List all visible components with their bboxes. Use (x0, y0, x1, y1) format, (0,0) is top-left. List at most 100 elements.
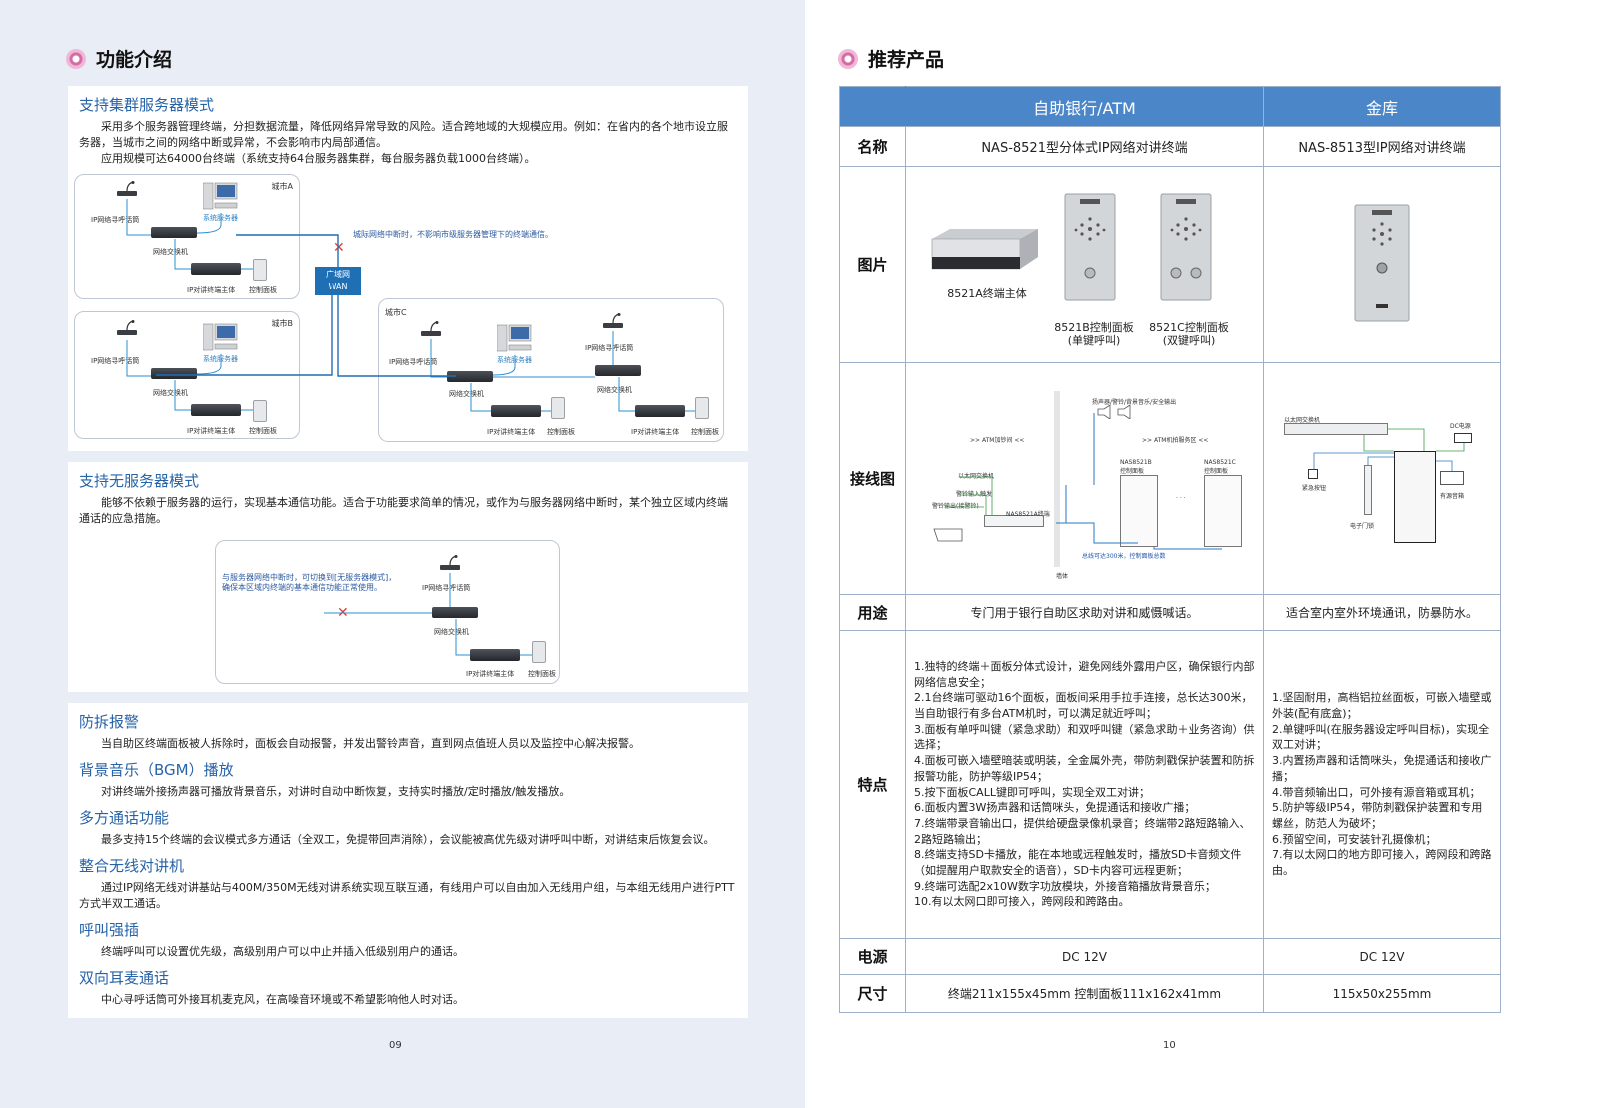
serverless-links (324, 573, 532, 656)
city-label: 城市C (385, 308, 407, 317)
feature-block: 整合无线对讲机 通过IP网络无线对讲基站与400M/350M无线对讲系统实现互联… (79, 855, 737, 912)
table-row: 名称 NAS-8521型分体式IP网络对讲终端 NAS-8513型IP网络对讲终… (839, 126, 1501, 167)
section-title: 支持无服务器模式 (79, 472, 200, 490)
break-mark-icon: ✕ (333, 240, 345, 256)
section-title: 背景音乐（BGM）播放 (79, 761, 234, 779)
c-label: NAS8521C (1204, 458, 1236, 466)
panel-label: 控制面板 (249, 286, 277, 294)
panel-c-caption-line1: 8521C控制面板 (1149, 320, 1229, 334)
control-panel-icon (532, 641, 546, 663)
table-header-row: 自助银行/ATM 金库 (839, 86, 1501, 127)
eth-label: 以太网交换机 (1284, 416, 1321, 424)
feature-item: 7.终端带录音输出口，提供给硬盘录像机录音；终端带2路短路输入、2路短路输出； (914, 816, 1251, 846)
feature-item: 6.预留空间，可安装针孔摄像机； (1272, 832, 1437, 846)
cluster-server-panel: 支持集群服务器模式 采用多个服务器管理终端，分担数据流量，降低网络异常导致的风险… (68, 86, 748, 451)
panel-b-caption-line2: (单键呼叫) (1067, 333, 1121, 347)
speaker-label: 有源音箱 (1440, 492, 1465, 500)
feature-block: 防拆报警 当自助区终端面板被人拆除时，面板会自动报警，并发出警铃声音，直到网点值… (79, 711, 737, 752)
network-switch-icon (151, 227, 197, 238)
wall (1054, 390, 1060, 567)
left-heading-text: 功能介绍 (96, 49, 173, 71)
row-label: 接线图 (839, 362, 906, 595)
feature-item: 10.有以太网口即可接入，跨网段和跨路由。 (914, 895, 1130, 909)
feature-block: 呼叫强插 终端呼叫可以设置优先级，高级别用户可以中止并插入低级别用户的通话。 (79, 919, 737, 960)
panel-b-box (1120, 474, 1158, 547)
city-label: 城市A (271, 182, 293, 191)
city-b-links (126, 340, 253, 411)
terminal-host-image (931, 228, 1038, 269)
wiring-cell-vault: 以太网交换机 DC电源 紧急按钮 电子门锁 有源音箱 (1263, 362, 1501, 595)
table-row: 接线图 墙体 >> ATM加钞间 << >> ATM机拍服务区 << 扬声器/警… (839, 362, 1501, 595)
power-cell: DC 12V (905, 938, 1264, 975)
mic-label: IP网络寻呼话筒 (585, 344, 634, 352)
city-c-links (430, 331, 695, 412)
mic-label: IP网络寻呼话筒 (389, 358, 438, 366)
section-paragraph: 中心寻呼话筒可外接耳机麦克风，在高噪音环境或不希望影响他人时对话。 (101, 993, 464, 1006)
image-cell (1263, 166, 1501, 363)
panel-c-caption-line2: (双键呼叫) (1162, 333, 1216, 347)
feature-item: 1.独特的终端＋面板分体式设计，避免网线外露用户区，确保银行内部网络信息安全； (914, 659, 1255, 689)
server-pc-icon (203, 182, 238, 210)
section-title: 呼叫强插 (79, 921, 140, 939)
section-title: 支持集群服务器模式 (79, 96, 215, 114)
serverless-diagram: 与服务器网络中断时，可切换到[无服务器模式]，确保本区域内终端的基本通信功能正常… (215, 540, 560, 684)
wan-label-en: WAN (328, 282, 348, 291)
nas8521a-box (984, 514, 1044, 527)
wiring-lines-atm (946, 412, 1222, 549)
feature-block: 多方通话功能 最多支持15个终端的会议模式多方通话（全双工，免提带回声消除），会… (79, 807, 737, 848)
switch-label: 网络交换机 (449, 390, 484, 398)
network-switch-icon (447, 371, 493, 382)
feature-block: 双向耳麦通话 中心寻呼话筒可外接耳机麦克风，在高噪音环境或不希望影响他人时对话。 (79, 967, 737, 1008)
server-pc-icon (203, 323, 238, 351)
paging-mic-icon (117, 181, 137, 196)
atm-room-label: >> ATM加钞间 << (970, 436, 1025, 444)
feature-item: 7.有以太网口的地方即可接入，跨网段和跨路由。 (1272, 848, 1492, 878)
section-paragraph: 终端呼叫可以设置优先级，高级别用户可以中止并插入低级别用户的通话。 (101, 945, 464, 958)
city-a-links (126, 199, 253, 270)
paging-mic-icon (440, 555, 460, 570)
ethernet-switch-box (1284, 422, 1388, 435)
section-title: 整合无线对讲机 (79, 857, 185, 875)
city-label: 城市B (271, 319, 294, 328)
table-row: 尺寸 终端211x155x45mm 控制面板111x162x41mm 115x5… (839, 974, 1501, 1013)
bus-note: 总线可达300米，控制面板总数 (1082, 552, 1166, 560)
row-label: 用途 (839, 594, 906, 631)
control-panel-c-image (1160, 193, 1212, 300)
atm-service-label: >> ATM机拍服务区 << (1142, 436, 1209, 444)
host-label: IP对讲终端主体 (187, 286, 236, 294)
eth-label: 以太网交换机 (958, 472, 995, 480)
switch-label: 网络交换机 (153, 248, 188, 256)
page-number: 10 (1163, 1040, 1176, 1051)
row-label: 尺寸 (839, 974, 906, 1013)
feature-block: 背景音乐（BGM）播放 对讲终端外接扬声器可播放背景音乐，对讲时自动中断恢复，支… (79, 759, 737, 800)
mic-label: IP网络寻呼话筒 (91, 357, 140, 365)
control-panel-icon (695, 397, 709, 419)
serverless-panel: 支持无服务器模式 能够不依赖于服务器的运行，实现基本通信功能。适合于功能要求简单… (68, 462, 748, 692)
power-cell: DC 12V (1263, 938, 1501, 975)
panel-label: 控制面板 (691, 428, 719, 436)
wiring-cell-atm: 墙体 >> ATM加钞间 << >> ATM机拍服务区 << 扬声器/警铃/背景… (905, 362, 1264, 595)
col-header-vault: 金库 (1263, 86, 1501, 127)
section-title: 防拆报警 (79, 713, 140, 731)
col-header-atm: 自助银行/ATM (905, 86, 1264, 127)
panel-label: 控制面板 (528, 670, 556, 678)
speaker-box-icon (1440, 470, 1464, 485)
terminal-host-icon (470, 649, 520, 661)
wall-label: 墙体 (1056, 572, 1069, 580)
size-cell: 115x50x255mm (1263, 974, 1501, 1013)
table-row: 电源 DC 12V DC 12V (839, 938, 1501, 975)
paging-mic-icon (603, 313, 623, 328)
dc-power-icon (1454, 432, 1472, 443)
c-label-2: 控制面板 (1204, 467, 1229, 475)
table-row: 特点 1.独特的终端＋面板分体式设计，避免网线外露用户区，确保银行内部网络信息安… (839, 630, 1501, 939)
emergency-button-icon (1308, 468, 1318, 479)
terminal-host-icon (191, 263, 241, 275)
paging-mic-icon (117, 320, 137, 335)
door-lock-icon (1364, 464, 1372, 515)
section-paragraph: 采用多个服务器管理终端，分担数据流量，降低网络异常导致的风险。适合跨地域的大规模… (79, 120, 728, 149)
feature-item: 5.防护等级IP54，带防刺戳保护装置和专用螺丝，防范人为破坏； (1272, 801, 1483, 830)
feature-item: 6.面板内置3W扬声器和话筒咪头，免提通话和接收广播； (914, 801, 1196, 815)
wan-node: 广域网 WAN (315, 267, 361, 295)
network-switch-icon (432, 607, 478, 618)
flower-icon (838, 48, 858, 69)
